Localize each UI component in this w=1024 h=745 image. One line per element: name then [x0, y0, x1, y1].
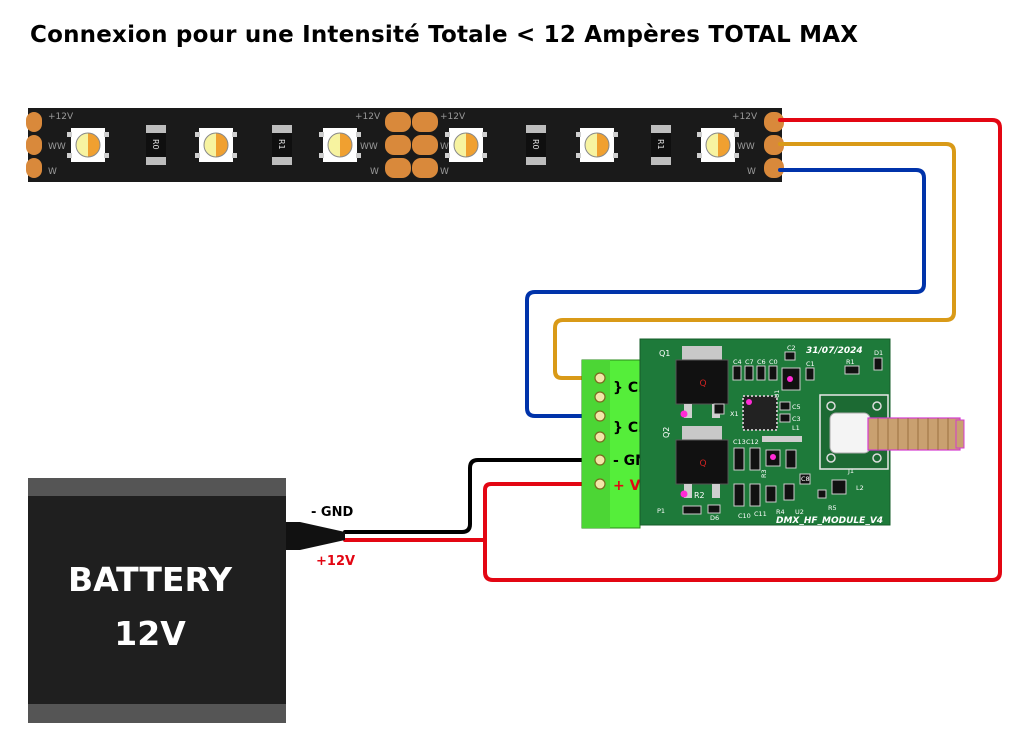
strip-label-12v: +12V	[48, 112, 74, 122]
battery-plus-label: +12V	[316, 554, 355, 569]
wire-blue-w	[525, 168, 926, 418]
designator: C1	[806, 360, 815, 368]
resistor-label: R1	[277, 139, 286, 150]
designator: R3	[760, 469, 768, 478]
battery-label-line2: 12V	[114, 614, 186, 653]
designator: X1	[730, 410, 739, 418]
resistor: R0	[146, 125, 166, 165]
designator: L2	[856, 484, 864, 492]
resistor: R1	[272, 125, 292, 165]
mcu-u1	[742, 395, 778, 431]
designator: D1	[874, 349, 883, 357]
rf-connector	[819, 394, 965, 470]
designator: J1	[847, 467, 854, 475]
designator: C11	[754, 510, 767, 518]
designator: C6	[757, 358, 766, 366]
resistor-label: R1	[656, 139, 665, 150]
designator: U1	[774, 390, 781, 398]
strip-pads-left	[26, 112, 42, 178]
strip-resistors: R0 R1 R0 R1	[146, 125, 671, 165]
designator: P1	[657, 507, 665, 515]
battery-label-line1: BATTERY	[68, 560, 233, 599]
strip-label-ww: WW	[48, 142, 66, 152]
strip-label-ww: WW	[737, 142, 755, 152]
wire-red-12v	[483, 118, 1002, 582]
component-designators: Q1 Q2 C4 C7 C6 C0 C2 C1 R1 D1 X1 U1 C5 C…	[657, 344, 883, 522]
terminal-screw	[594, 454, 606, 466]
designator: C2	[787, 344, 796, 352]
resistor-label: R0	[151, 139, 160, 150]
strip-label-w: W	[48, 167, 57, 177]
designator: Q1	[659, 349, 670, 358]
designator: R2	[694, 491, 705, 500]
wire-black-gnd	[343, 458, 602, 534]
designator: C7	[745, 358, 754, 366]
battery: BATTERY 12V - GND +12V	[28, 478, 355, 723]
resistor: R1	[651, 125, 671, 165]
designator: C0	[769, 358, 778, 366]
board-date: 31/07/2024	[806, 346, 863, 356]
strip-label-w: W	[747, 167, 756, 177]
led-chip	[576, 128, 618, 162]
strip-pads-middle	[385, 112, 438, 178]
terminal-screw	[594, 478, 606, 490]
svg-text:Q: Q	[699, 379, 706, 389]
designator: R5	[828, 504, 837, 512]
strip-label-ww: WW	[440, 142, 458, 152]
strip-label-12v: +12V	[355, 112, 381, 122]
board-name: DMX_HF_MODULE_V4	[776, 516, 883, 526]
led-chip	[319, 128, 361, 162]
page-title: Connexion pour une Intensité Totale < 12…	[30, 22, 859, 48]
strip-label-ww: WW	[360, 142, 378, 152]
designator: R4	[776, 508, 785, 516]
designator: C12	[746, 438, 759, 446]
terminal-screw	[594, 372, 606, 384]
terminal-screw	[594, 391, 606, 403]
resistor-label: R0	[531, 139, 540, 150]
resistor: R0	[526, 125, 546, 165]
led-chip	[67, 128, 109, 162]
led-chip	[445, 128, 487, 162]
designator: L1	[792, 424, 800, 432]
designator: C8	[801, 475, 810, 483]
led-chip	[195, 128, 237, 162]
wire-orange-ww	[553, 142, 956, 380]
smd-components	[682, 351, 883, 515]
mosfet-q2: Q	[675, 426, 729, 498]
designator: C10	[738, 512, 751, 520]
svg-text:Q: Q	[699, 459, 706, 469]
designator: R1	[846, 358, 855, 366]
wires	[343, 118, 1002, 582]
strip-label-12v: +12V	[732, 112, 758, 122]
designator: D6	[710, 514, 719, 522]
mosfet-q1: Q	[675, 346, 729, 418]
strip-pads-right	[764, 112, 784, 178]
dmx-module: } CH1 } CH2 - GND + VCC 31/07/2024 DMX_H…	[581, 338, 965, 529]
designator: C13	[733, 438, 746, 446]
terminal-screws	[594, 372, 606, 490]
terminal-screw	[594, 410, 606, 422]
designator: U2	[795, 508, 804, 516]
designator: C3	[792, 415, 801, 423]
strip-leds	[67, 128, 739, 162]
designator: C5	[792, 403, 801, 411]
strip-label-w: W	[370, 167, 379, 177]
designator: C4	[733, 358, 742, 366]
led-strip: +12V WW W +12V WW W +12V WW W +12V WW W	[26, 108, 784, 182]
led-chip	[697, 128, 739, 162]
designator: Q2	[662, 427, 671, 438]
strip-label-w: W	[440, 167, 449, 177]
terminal-screw	[594, 431, 606, 443]
battery-gnd-label: - GND	[311, 505, 353, 520]
strip-label-12v: +12V	[440, 112, 466, 122]
